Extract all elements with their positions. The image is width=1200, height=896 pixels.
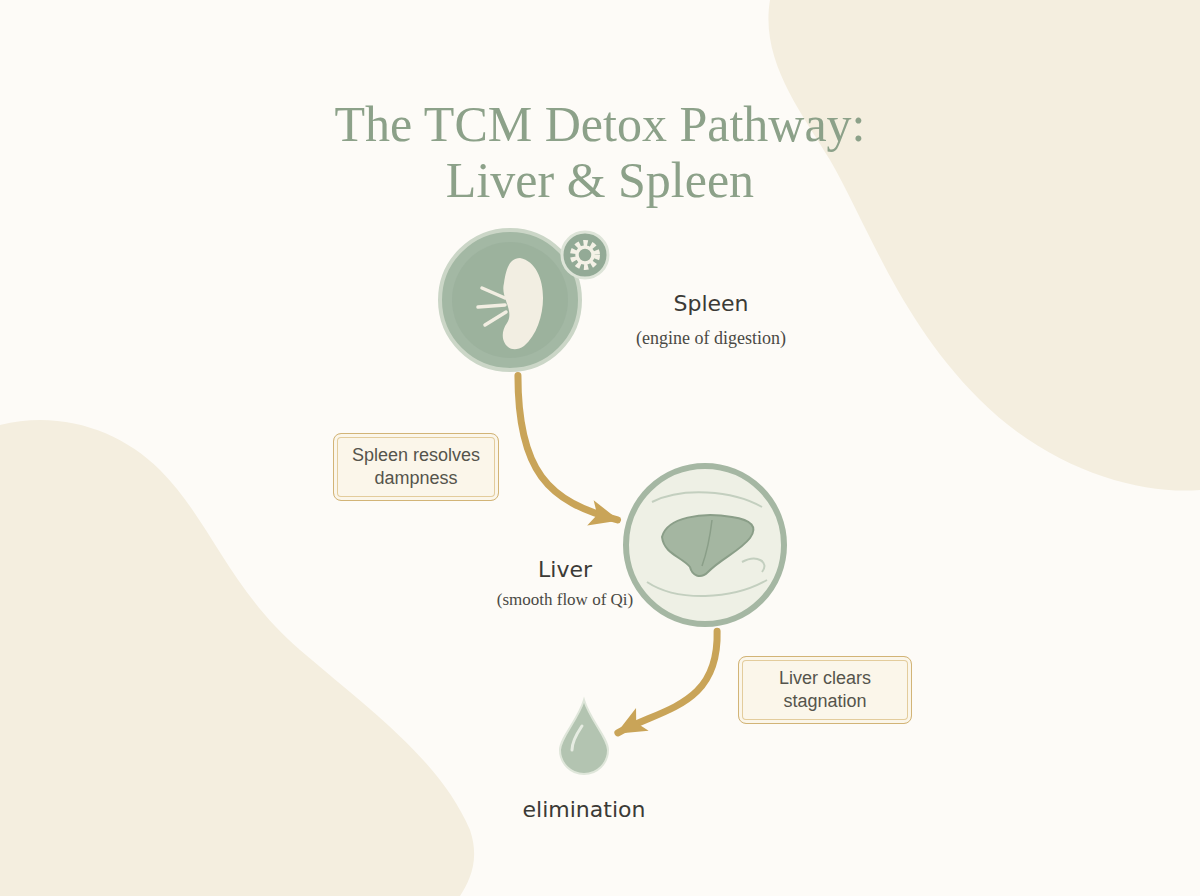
liver-circle: Liver(smooth flow of Qi) xyxy=(622,462,788,628)
node-heading: Liver xyxy=(465,556,665,584)
background-blob xyxy=(768,0,1200,491)
node-outline xyxy=(560,700,608,774)
node-outline xyxy=(622,462,788,628)
node-subtitle: (engine of digestion) xyxy=(598,326,824,350)
node-heading: Spleen xyxy=(598,290,824,318)
spleen-circle: Spleen(engine of digestion) xyxy=(438,228,582,372)
flow-arrow xyxy=(618,631,717,733)
flow-arrow xyxy=(518,376,618,520)
node-label: elimination xyxy=(484,796,684,824)
node-outline xyxy=(438,228,582,372)
node-subtitle: (smooth flow of Qi) xyxy=(465,589,665,611)
edge-label: Liver clears stagnation xyxy=(738,656,912,724)
elimination-drop: elimination xyxy=(560,700,608,774)
diagram-title: The TCM Detox Pathway: Liver & Spleen xyxy=(320,96,880,208)
edge-label: Spleen resolves dampness xyxy=(333,433,499,501)
